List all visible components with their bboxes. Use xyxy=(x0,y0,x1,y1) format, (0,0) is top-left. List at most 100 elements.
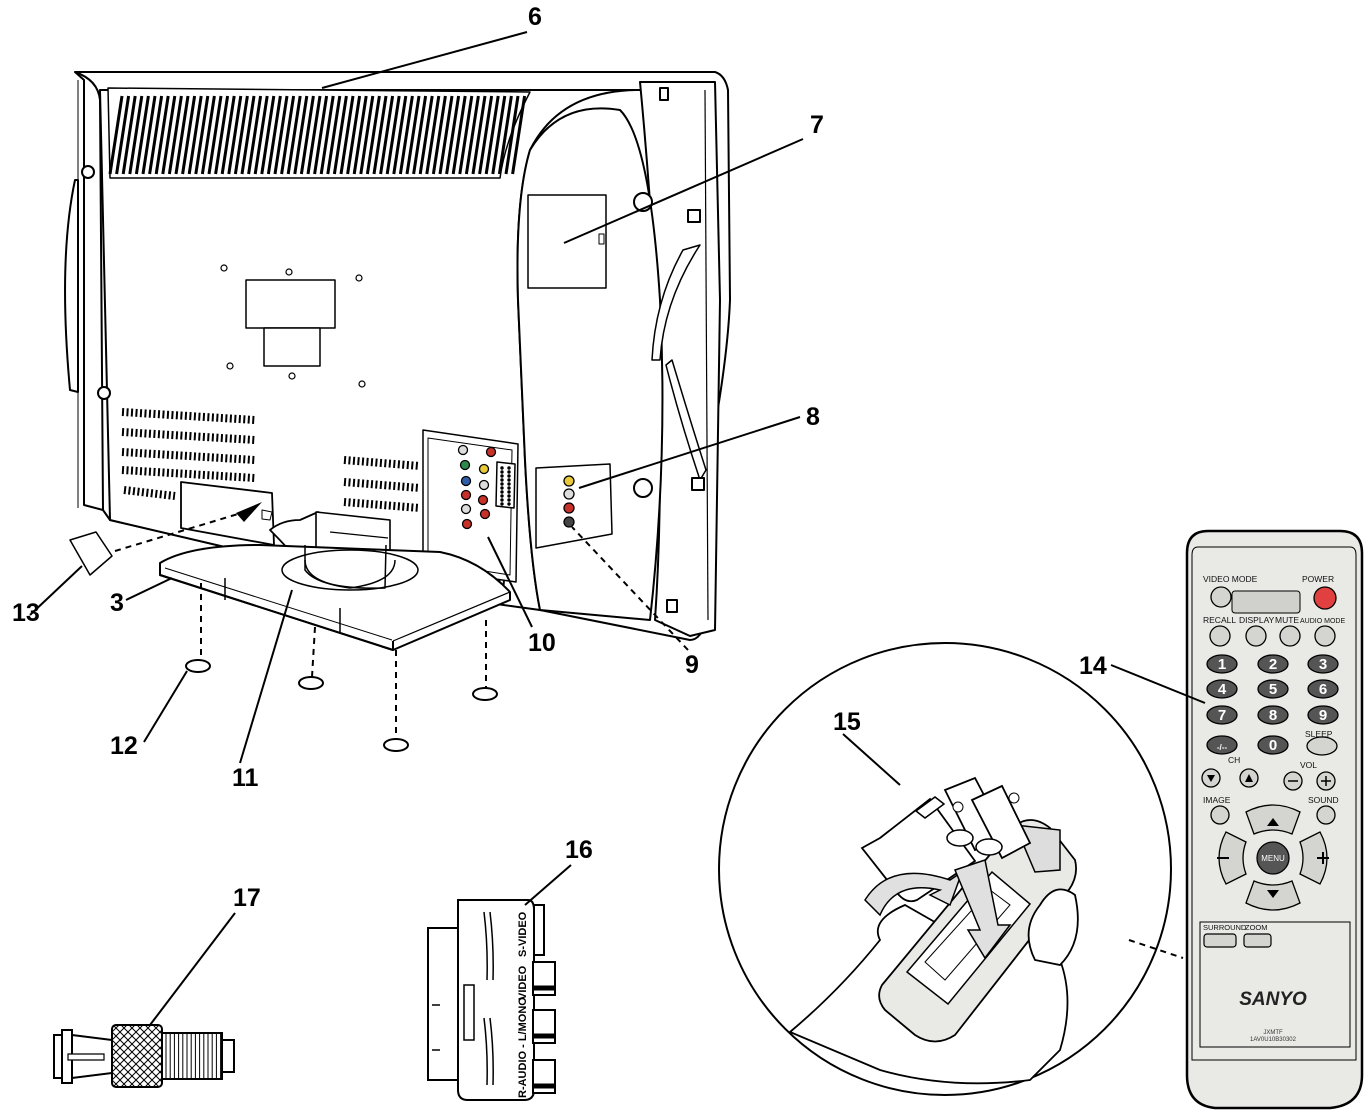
vent-rib xyxy=(141,95,157,175)
image-button[interactable] xyxy=(1210,805,1230,825)
vent-rib xyxy=(385,95,401,175)
recall-button[interactable] xyxy=(1209,625,1231,647)
model-label: JXMTF xyxy=(1263,1030,1283,1036)
vent-rib xyxy=(346,95,362,175)
scart-pin xyxy=(507,470,511,474)
sound-button[interactable] xyxy=(1316,805,1336,825)
vent-rib xyxy=(194,95,210,175)
vent-rib xyxy=(491,95,507,175)
vent-rib xyxy=(154,95,170,175)
digit-button-7[interactable] xyxy=(1206,705,1238,725)
vent-rib xyxy=(233,95,249,175)
antenna-plug xyxy=(53,1024,235,1088)
scart-pin xyxy=(507,498,511,502)
sleep-button[interactable] xyxy=(1306,736,1338,756)
mute-label: MUTE xyxy=(1275,615,1299,625)
scart-pin xyxy=(507,482,511,486)
ch-label: CH xyxy=(1228,755,1240,765)
vent-rib xyxy=(511,95,527,175)
digit-button-9[interactable] xyxy=(1307,705,1339,725)
vent-rib xyxy=(167,95,183,175)
vent-rib xyxy=(471,95,487,175)
digit-button-11[interactable] xyxy=(1257,735,1289,755)
triangle-down-icon xyxy=(1207,775,1215,782)
scart-pin xyxy=(507,502,511,506)
callout-12: 12 xyxy=(110,732,138,760)
digit-button-3[interactable] xyxy=(1307,654,1339,674)
vent-rib xyxy=(339,95,355,175)
vent-rib xyxy=(161,95,177,175)
scart-adapter-labels: S-VIDEO VIDEO R-AUDIO - L/MONO xyxy=(517,911,529,1098)
vent-row xyxy=(343,498,421,512)
mute-button[interactable] xyxy=(1279,625,1301,647)
digit-label: 1 xyxy=(1218,656,1226,673)
tv-rear-view xyxy=(64,71,731,752)
vent-rib xyxy=(431,95,447,175)
arrow-down-icon xyxy=(1267,890,1279,898)
callout-7: 7 xyxy=(810,111,824,139)
vent-rib xyxy=(240,95,256,175)
scart-pin xyxy=(500,502,504,506)
scart-adapter xyxy=(427,899,556,1101)
scart-pin xyxy=(500,486,504,490)
menu-button[interactable] xyxy=(1256,841,1290,875)
zoom-label: ZOOM xyxy=(1245,923,1268,932)
right-button[interactable] xyxy=(1299,831,1328,885)
audio-mode-button[interactable] xyxy=(1314,625,1336,647)
digit-button-4[interactable] xyxy=(1206,679,1238,699)
sound-label: SOUND xyxy=(1308,795,1339,805)
scart-pin xyxy=(500,494,504,498)
zoom-button[interactable] xyxy=(1243,933,1272,948)
vent-rib xyxy=(352,95,368,175)
arrow-head xyxy=(236,502,262,522)
left-button[interactable] xyxy=(1218,831,1247,885)
triangle-up-icon xyxy=(1245,774,1253,782)
scart-pin xyxy=(500,498,504,502)
vent-rib xyxy=(280,95,296,175)
vent-rib xyxy=(372,95,388,175)
digit-button-1[interactable] xyxy=(1206,654,1238,674)
vent-rib xyxy=(200,95,216,175)
vent-rib xyxy=(115,95,131,175)
vent-rib xyxy=(187,95,203,175)
vent-rib xyxy=(392,95,408,175)
vent-rib xyxy=(478,95,494,175)
display-label: DISPLAY xyxy=(1239,615,1275,625)
model-code-label: 1AV0U10B30302 xyxy=(1250,1037,1297,1043)
plus-icon xyxy=(1317,852,1329,864)
callout-16: 16 xyxy=(565,836,593,864)
power-button[interactable] xyxy=(1313,586,1337,610)
digit-button-2[interactable] xyxy=(1257,654,1289,674)
digit-button-10[interactable] xyxy=(1206,735,1238,755)
video-mode-button[interactable] xyxy=(1210,586,1232,608)
vent-rib xyxy=(451,95,467,175)
vent-rib xyxy=(214,95,230,175)
battery-insertion-detail xyxy=(718,642,1172,1096)
digit-label: 8 xyxy=(1269,707,1277,724)
audio-mode-label: AUDIO MODE xyxy=(1300,618,1345,625)
vent-rib xyxy=(484,95,500,175)
vent-rib xyxy=(286,95,302,175)
vent-rib xyxy=(174,95,190,175)
vent-rib xyxy=(365,95,381,175)
surround-label: SURROUND xyxy=(1203,923,1247,932)
digit-label: 2 xyxy=(1269,656,1277,673)
digit-label: 0 xyxy=(1269,737,1277,754)
digit-button-6[interactable] xyxy=(1307,679,1339,699)
digit-button-8[interactable] xyxy=(1257,705,1289,725)
leader-lines-accessories xyxy=(149,664,1206,1026)
rear-jacks xyxy=(457,444,497,530)
recall-label: RECALL xyxy=(1203,615,1236,625)
scart-pin xyxy=(500,482,504,486)
vent-rib xyxy=(253,95,269,175)
scart-pin xyxy=(507,494,511,498)
digit-label: 3 xyxy=(1319,656,1327,673)
vent-rib xyxy=(273,95,289,175)
vent-rib xyxy=(458,95,474,175)
audio-label: R-AUDIO - L/MONO xyxy=(517,997,529,1098)
surround-button[interactable] xyxy=(1203,933,1237,948)
display-button[interactable] xyxy=(1245,625,1267,647)
scart-pin xyxy=(507,478,511,482)
digit-button-5[interactable] xyxy=(1257,679,1289,699)
